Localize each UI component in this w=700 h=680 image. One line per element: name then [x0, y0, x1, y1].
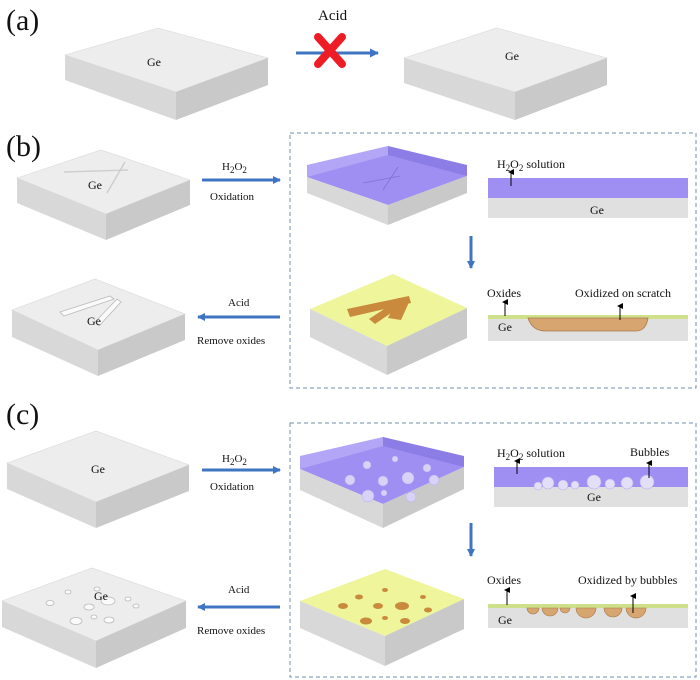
remove-oxides-label-c: Remove oxides — [197, 625, 265, 637]
dashed-box-c — [289, 422, 697, 678]
svg-text:Ge: Ge — [590, 203, 604, 217]
svg-text:Ge: Ge — [587, 490, 601, 504]
ge-substrate-c: Ge — [6, 430, 190, 528]
panel-label-b: (b) — [6, 130, 41, 163]
svg-text:H2O2: H2O2 — [222, 453, 247, 467]
acid-label-c: Acid — [228, 584, 250, 596]
red-x-icon — [314, 33, 346, 68]
svg-text:Ge: Ge — [498, 320, 512, 334]
ge-label: Ge — [94, 589, 108, 603]
dashed-box-b — [289, 132, 697, 389]
ge-substrate-etched-scratch: Ge — [11, 278, 186, 376]
ge-substrate-a-left: Ge — [63, 27, 269, 120]
ge-label: Ge — [91, 462, 105, 476]
ge-in-solution-c — [300, 437, 464, 528]
oxidation-label-c: Oxidation — [210, 481, 254, 493]
h2o2-label-c: H2O2 — [222, 453, 247, 467]
ge-label: Ge — [505, 49, 519, 63]
cross-section-scratch-b: Ge Oxides Oxidized on scratch — [487, 286, 688, 341]
panel-label-a: (a) — [6, 4, 39, 37]
acid-label-b: Acid — [228, 297, 250, 309]
oxidation-label-b: Oxidation — [210, 191, 254, 203]
ge-in-solution-b — [307, 146, 467, 225]
ge-label: Ge — [87, 314, 101, 328]
ge-substrate-a-right: Ge — [402, 27, 608, 120]
oxidized-substrate-bubbles — [300, 569, 464, 666]
ge-substrate-scratched: Ge — [16, 149, 191, 240]
cross-section-bubble-pits-c: Ge Oxides Oxidized by bubbles — [487, 573, 688, 628]
ge-label: Ge — [147, 55, 161, 69]
svg-text:Oxides: Oxides — [487, 573, 521, 587]
svg-text:Oxides: Oxides — [487, 286, 521, 300]
h2o2-label-b: H2O2 — [222, 161, 247, 175]
svg-text:Oxidized by bubbles: Oxidized by bubbles — [578, 573, 678, 587]
svg-text:Oxidized on scratch: Oxidized on scratch — [575, 286, 671, 300]
svg-text:Bubbles: Bubbles — [630, 445, 670, 459]
oxidized-substrate-scratch — [310, 274, 467, 375]
acid-label-a: Acid — [318, 8, 348, 24]
panel-label-c: (c) — [6, 398, 39, 431]
remove-oxides-label-b: Remove oxides — [197, 335, 265, 347]
svg-text:H2O2: H2O2 — [222, 161, 247, 175]
svg-text:Ge: Ge — [498, 613, 512, 627]
ge-substrate-etched-pits: Ge — [1, 567, 187, 668]
ge-label: Ge — [88, 178, 102, 192]
